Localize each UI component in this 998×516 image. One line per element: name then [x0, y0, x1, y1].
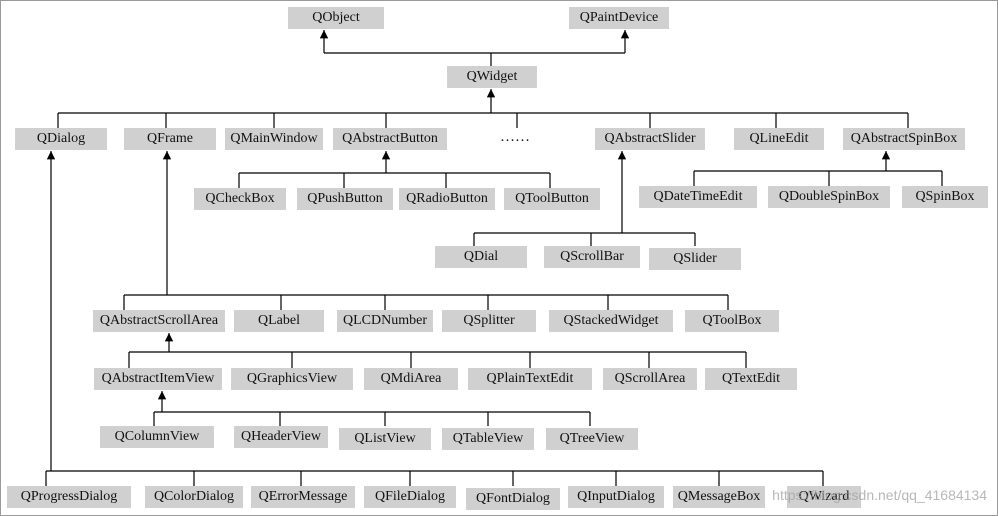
node-qfiledialog: QFileDialog	[364, 486, 456, 508]
node-qmainwindow: QMainWindow	[225, 128, 323, 150]
node-qabstractslider: QAbstractSlider	[595, 128, 705, 150]
node-qstackedwidget: QStackedWidget	[549, 310, 673, 332]
node-qtreeview: QTreeView	[546, 428, 638, 450]
node-qcheckbox: QCheckBox	[194, 188, 286, 210]
node-qabstractbutton: QAbstractButton	[333, 128, 447, 150]
node-qwidget: QWidget	[447, 66, 537, 88]
node-qlistview: QListView	[339, 428, 431, 450]
node-qlabel: QLabel	[234, 310, 324, 332]
node-qpushbutton: QPushButton	[297, 188, 393, 210]
node-qerrormessage: QErrorMessage	[251, 486, 355, 508]
node-qwizard: QWizard	[787, 486, 861, 508]
node-qcolordialog: QColorDialog	[145, 486, 243, 508]
node-qgraphicsview: QGraphicsView	[231, 368, 353, 390]
node-qscrollarea: QScrollArea	[603, 368, 697, 390]
node-qabstractscrollarea: QAbstractScrollArea	[93, 310, 225, 332]
node-qinputdialog: QInputDialog	[568, 486, 664, 508]
node-qcolumnview: QColumnView	[100, 426, 214, 448]
node-qobject: QObject	[288, 7, 384, 29]
node-qmdiarea: QMdiArea	[364, 368, 458, 390]
node-qdatetimeedit: QDateTimeEdit	[639, 186, 757, 208]
node-qscrollbar: QScrollBar	[544, 246, 640, 268]
node-qdialog: QDialog	[15, 128, 107, 150]
node-qprogressdialog: QProgressDialog	[7, 486, 131, 508]
node-qtableview: QTableView	[442, 428, 534, 450]
node-qsplitter: QSplitter	[442, 310, 536, 332]
node-qtoolbutton: QToolButton	[504, 188, 600, 210]
node-qdoublespinbox: QDoubleSpinBox	[768, 186, 890, 208]
ellipsis: ……	[500, 129, 530, 145]
node-qabstractspinbox: QAbstractSpinBox	[843, 128, 965, 150]
node-qradiobutton: QRadioButton	[399, 188, 495, 210]
node-qheaderview: QHeaderView	[234, 426, 328, 448]
node-qlineedit: QLineEdit	[734, 128, 824, 150]
node-qpaintdevice: QPaintDevice	[569, 7, 669, 29]
node-qtoolbox: QToolBox	[685, 310, 779, 332]
node-qspinbox: QSpinBox	[902, 186, 988, 208]
node-qlcdnumber: QLCDNumber	[337, 310, 433, 332]
node-qfontdialog: QFontDialog	[466, 488, 560, 510]
node-qabstractitemview: QAbstractItemView	[94, 368, 222, 390]
node-qslider: QSlider	[649, 248, 741, 270]
node-qplaintextedit: QPlainTextEdit	[468, 368, 592, 390]
node-qframe: QFrame	[124, 128, 216, 150]
node-qmessagebox: QMessageBox	[673, 486, 765, 508]
node-qtextedit: QTextEdit	[705, 368, 797, 390]
node-qdial: QDial	[435, 246, 527, 268]
